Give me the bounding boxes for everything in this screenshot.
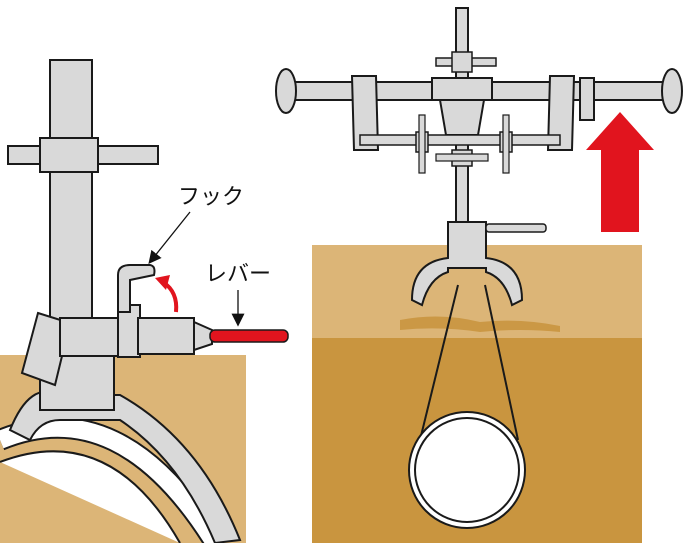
right-pipe [408,284,526,529]
soil-streaks [400,316,560,332]
left-cross-collar [39,137,99,173]
lower-cross-bar [359,134,561,146]
right-claw [410,221,524,307]
left-small-rod [418,114,426,174]
claw-pin [485,223,547,233]
left-panel: フック レバー [0,59,289,543]
lever-body [137,317,195,355]
right-bar-clamp [579,77,595,121]
left-end-disc [275,68,297,114]
curved-arrow-icon [155,275,179,313]
lower-short-bar [435,153,489,162]
right-small-rod [502,114,510,174]
central-block [431,77,493,101]
leader-arrow-icon [148,211,191,265]
right-panel [275,7,683,543]
hook [117,264,156,313]
left-vertical-shaft [49,59,93,361]
right-end-disc [661,68,683,114]
lever-taper [193,320,213,352]
lever-housing [59,317,123,357]
arrow-up-icon [586,112,654,232]
left-hanger [350,75,380,151]
lever-label: レバー [205,262,271,287]
upper-collar [451,51,473,73]
right-hanger [546,75,576,151]
lever-handle [209,329,289,343]
central-wedge [438,99,486,136]
hook-label: フック [178,185,244,210]
